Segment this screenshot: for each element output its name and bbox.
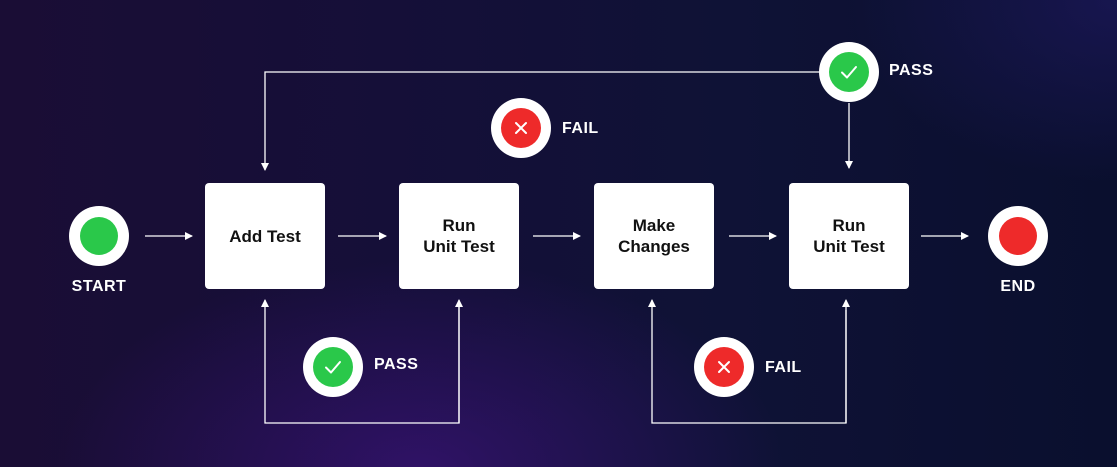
start-node: [69, 206, 129, 266]
end-node: [988, 206, 1048, 266]
step-run-unit-test-2-line-2: Unit Test: [813, 237, 885, 256]
loop-top-pass: [261, 71, 819, 171]
step-make-changes-line-1: Make: [632, 216, 676, 235]
loop-pass-badge-top: [819, 42, 879, 102]
step-make-changes-line-2: Changes: [618, 237, 690, 256]
step-run-unit-test-2-line-1: Run: [832, 216, 866, 235]
step-make-changes: Make Changes: [594, 183, 714, 289]
end-dot-icon: [999, 217, 1037, 255]
step-run-unit-test-1: Run Unit Test: [399, 183, 519, 289]
loop-fail-badge-bottom: [694, 337, 754, 397]
check-icon: [829, 52, 869, 92]
step-run-unit-test-1-line-1: Run: [442, 216, 476, 235]
loop-fail-badge-middle: [491, 98, 551, 158]
loop-fail-label-middle: FAIL: [562, 120, 599, 137]
loop-pass-label-bottom: PASS: [374, 356, 419, 373]
start-dot-icon: [80, 217, 118, 255]
step-run-unit-test-1-line-2: Unit Test: [423, 237, 495, 256]
check-icon: [313, 347, 353, 387]
start-label: START: [71, 278, 127, 295]
cross-icon: [501, 108, 541, 148]
cross-icon: [704, 347, 744, 387]
step-run-unit-test-2: Run Unit Test: [789, 183, 909, 289]
end-label: END: [1000, 278, 1036, 295]
step-add-test-line-1: Add Test: [229, 226, 301, 246]
step-add-test: Add Test: [205, 183, 325, 289]
loop-pass-label-top: PASS: [889, 62, 934, 79]
loop-fail-label-bottom: FAIL: [765, 359, 802, 376]
loop-pass-badge-bottom: [303, 337, 363, 397]
